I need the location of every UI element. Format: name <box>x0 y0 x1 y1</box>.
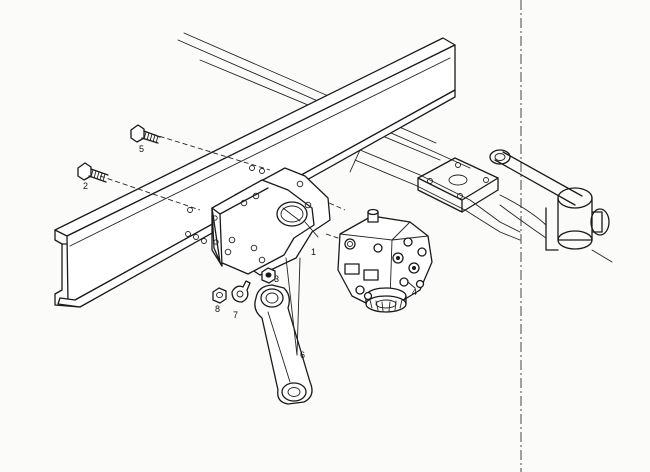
leader-4 <box>407 281 416 289</box>
callout-2: 2 <box>83 181 88 191</box>
assembly-line-bolt5 <box>151 133 271 171</box>
nut-8 <box>212 287 227 304</box>
callout-5: 5 <box>139 144 144 154</box>
callout-1: 1 <box>311 247 316 257</box>
steering-gear-box <box>337 208 433 313</box>
nut-3 <box>261 267 276 284</box>
axle-stub <box>499 194 547 239</box>
lock-washer-7 <box>231 280 251 303</box>
steering-gear-bracket <box>211 167 331 276</box>
callout-4: 4 <box>412 287 417 297</box>
callout-6: 6 <box>300 350 305 360</box>
callout-3: 3 <box>274 274 279 284</box>
kingpin-knuckle <box>545 187 613 263</box>
callout-7: 7 <box>233 310 238 320</box>
pitman-arm <box>254 284 313 405</box>
callout-8: 8 <box>215 304 220 314</box>
leader-6 <box>285 257 298 356</box>
leader-6b <box>296 257 301 356</box>
bolt-2 <box>77 162 109 183</box>
leader-1 <box>304 221 319 238</box>
spring-seat-pad <box>417 157 499 213</box>
assembly-line-bolt2 <box>99 175 201 211</box>
bolt-5 <box>130 124 161 144</box>
